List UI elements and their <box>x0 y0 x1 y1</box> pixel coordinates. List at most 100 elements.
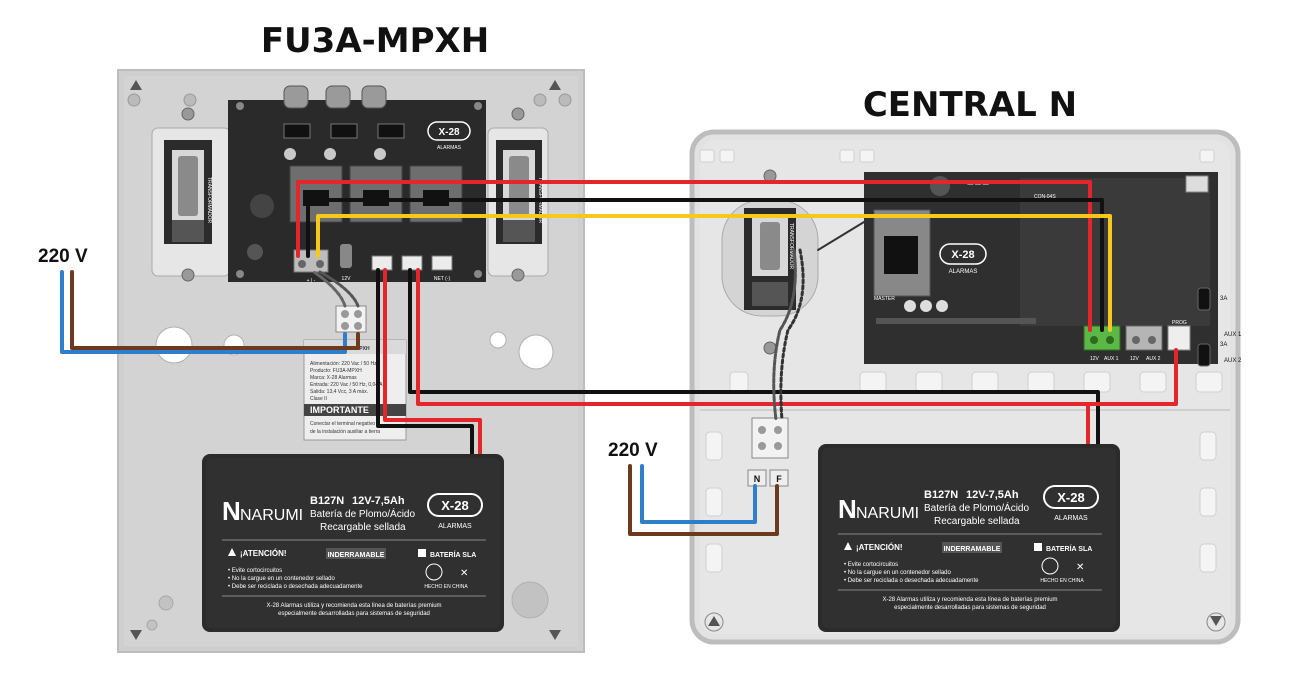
battery-footer: especialmente desarrolladas para sistema… <box>894 605 1046 611</box>
label-plate-line: Clase II <box>310 396 327 402</box>
central-mains-terminal: N F <box>747 417 789 487</box>
battery-warning: • Evite cortocircuitos <box>228 568 282 574</box>
central-aux2-terminal <box>1125 325 1163 351</box>
central-mains-brown-wire <box>628 464 779 536</box>
central-battery-black-wire <box>408 268 1100 448</box>
central-battery-red-wire <box>416 268 1178 406</box>
warning-icon <box>844 542 852 550</box>
label-plate-line: Entrada: 220 Vac / 50 Hz, 0,04 A <box>310 382 383 388</box>
central-term-12v: 12V <box>1090 356 1100 362</box>
central-fuse-label: 3A <box>1220 342 1227 348</box>
warning-icon <box>228 548 236 556</box>
knockout-hole <box>518 334 554 370</box>
battery-x28-logo <box>1043 485 1099 509</box>
central-brand-logo <box>939 243 987 265</box>
trash-bin-icon: ✕ <box>460 568 468 579</box>
fu3a-transformer-left: TRANSFORMADOR <box>151 107 231 282</box>
fu3a-term-net: NET (-) <box>434 276 451 282</box>
battery-footer: especialmente desarrolladas para sistema… <box>278 611 430 617</box>
mains-blue-wire <box>60 270 347 354</box>
trash-bin-icon: ✕ <box>1076 562 1084 573</box>
battery-logo-n: N <box>838 494 857 524</box>
corner-mark-icon <box>130 80 142 90</box>
black-link-wire <box>306 198 1104 332</box>
central-master-label: MASTER <box>874 296 895 302</box>
battery-logo-text: X-28 <box>1057 490 1084 505</box>
transformer-label: TRANSFORMADOR <box>206 177 212 224</box>
central-brand: X-28 <box>951 249 974 261</box>
corner-mark-icon <box>549 630 561 640</box>
label-plate-line: Salida: 13,4 Vcc, 3 A máx. <box>310 389 368 395</box>
central-con-label: CON-04S <box>1034 194 1056 200</box>
battery-warning: • Evite cortocircuitos <box>844 562 898 568</box>
battery-brand: NARUMI <box>240 507 303 524</box>
battery-model: B127N <box>924 489 958 501</box>
central-board: — — — X-28 ALARMAS CON-04S MASTER 3A 3A … <box>864 172 1242 367</box>
svg-text:— — —: — — — <box>967 182 988 188</box>
battery-warning: • Debe ser reciclada o desechada adecuad… <box>844 578 979 584</box>
battery-recharge: Recargable sellada <box>934 516 1020 527</box>
terminal-f-label: F <box>776 474 782 484</box>
left-mains-label: 220 V <box>38 246 88 267</box>
battery-sla: BATERÍA SLA <box>1046 544 1092 553</box>
battery-warning: • No la cargue en un contenedor sellado <box>844 570 952 576</box>
corner-mark-icon <box>549 80 561 90</box>
recycle-icon <box>1041 557 1059 575</box>
right-mains-label: 220 V <box>608 440 658 461</box>
battery-rating: 12V-7,5Ah <box>966 489 1019 501</box>
battery-attention: ¡ATENCIÓN! <box>240 549 287 558</box>
central-brand-sub: ALARMAS <box>949 269 978 275</box>
battery-rating: 12V-7,5Ah <box>352 495 405 507</box>
central-aux2-label: AUX 2 <box>1224 358 1242 364</box>
corner-mark-icon <box>708 616 720 626</box>
fu3a-battery-black-wire <box>376 268 474 458</box>
label-plate-note: Conectar el terminal negativo <box>310 421 375 427</box>
label-plate-line: Marca: X-28 Alarmas <box>310 375 357 381</box>
corner-mark-icon <box>1210 616 1222 626</box>
battery-logo-text: X-28 <box>441 498 468 513</box>
battery-made: HECHO EN CHINA <box>1040 578 1084 584</box>
fu3a-mains-terminal <box>335 305 367 333</box>
battery-nonflammable: INDERRAMABLE <box>944 546 1001 553</box>
fu3a-battery-red-wire <box>383 268 482 458</box>
battery-logo-sub: ALARMAS <box>1054 515 1088 522</box>
red-link-wire <box>296 180 1092 332</box>
battery-x28-logo <box>427 493 483 517</box>
corner-mark-icon <box>130 630 142 640</box>
central-fuse-label: 3A <box>1220 296 1227 302</box>
central-prog-label: PROG <box>1172 320 1187 326</box>
fu3a-brand-logo <box>427 121 471 141</box>
battery-right: N NARUMI B127N 12V-7,5Ah Batería de Plom… <box>818 444 1120 632</box>
battery-sla: BATERÍA SLA <box>430 550 476 559</box>
label-plate-line: Producto: FU3A-MPXH <box>310 368 362 374</box>
left-panel-title: FU3A-MPXH <box>261 21 489 61</box>
battery-made: HECHO EN CHINA <box>424 584 468 590</box>
yellow-link-wire <box>316 214 1112 332</box>
battery-warning: • No la cargue en un contenedor sellado <box>228 576 336 582</box>
label-plate-note: de la instalación auxiliar a tierra <box>310 429 380 435</box>
battery-brand: NARUMI <box>856 505 919 522</box>
battery-type: Batería de Plomo/Ácido <box>924 501 1029 514</box>
battery-icon <box>1034 543 1042 551</box>
terminal-n-label: N <box>754 474 761 484</box>
central-term-12v-b: 12V <box>1130 356 1140 362</box>
battery-icon <box>418 549 426 557</box>
mains-brown-wire <box>70 270 360 350</box>
label-plate-important: IMPORTANTE <box>310 405 369 415</box>
central-mains-blue-wire <box>640 464 757 524</box>
battery-type: Batería de Plomo/Ácido <box>310 507 415 520</box>
central-battery-connector <box>1167 325 1191 351</box>
battery-logo-sub: ALARMAS <box>438 523 472 530</box>
central-term-aux-b: AUX 2 <box>1146 356 1161 362</box>
label-plate-line: Alimentación: 220 Vac / 50 Hz <box>310 361 377 367</box>
wiring <box>60 180 1178 536</box>
battery-recharge: Recargable sellada <box>320 522 406 533</box>
battery-warning: • Debe ser reciclada o desechada adecuad… <box>228 584 363 590</box>
battery-attention: ¡ATENCIÓN! <box>856 543 903 552</box>
fu3a-transformer-right: TRANSFORMADOR <box>487 107 549 282</box>
recycle-icon <box>425 563 443 581</box>
knockout-hole <box>489 331 507 349</box>
central-aux1-label: AUX 1 <box>1224 332 1242 338</box>
